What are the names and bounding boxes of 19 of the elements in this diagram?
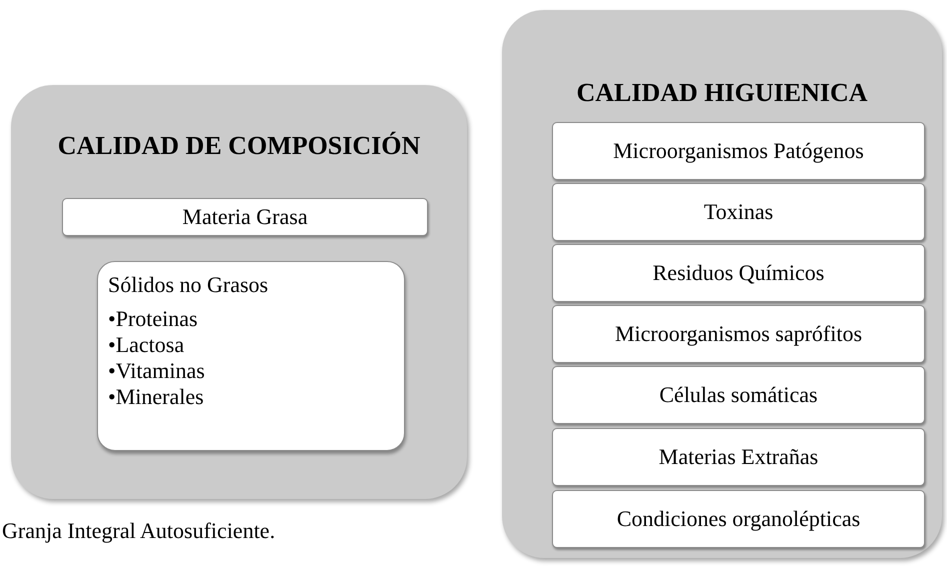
group-heading: CALIDAD DE COMPOSICIÓN [56,131,422,161]
item-box: Condiciones organolépticas [552,490,925,548]
item-box: Microorganismos Patógenos [552,122,925,180]
group-heading: CALIDAD HIGUIENICA [575,78,869,108]
item-box: Residuos Químicos [552,244,925,302]
group-panel [11,85,467,499]
list-item: •Vitaminas [108,358,205,384]
item-box: Células somáticas [552,366,925,424]
item-box: Materia Grasa [62,198,428,236]
list-item: •Minerales [108,384,204,410]
group-panel [502,10,942,558]
list-item: •Lactosa [108,332,184,358]
list-box [97,261,405,451]
list-heading: Sólidos no Grasos [108,272,268,298]
item-box: Microorganismos saprófitos [552,305,925,363]
item-box: Materias Extrañas [552,428,925,486]
source-note: Granja Integral Autosuficiente. [2,518,276,544]
list-item: •Proteinas [108,306,198,332]
item-box: Toxinas [552,183,925,241]
